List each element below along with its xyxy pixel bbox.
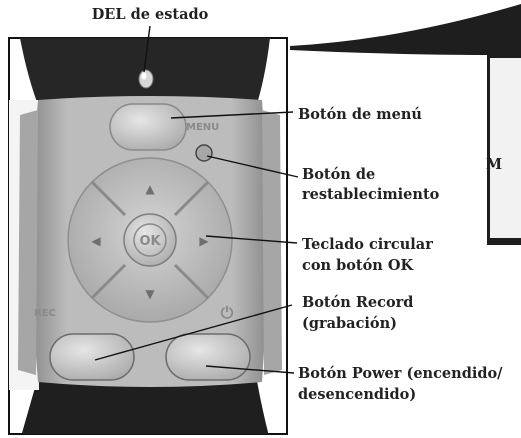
power-icon: ⏻ bbox=[221, 303, 234, 322]
reset-button[interactable] bbox=[195, 144, 213, 162]
camera-photo: MENU ▲ ▼ ◀ ▶ OK REC ⏻ bbox=[9, 38, 282, 434]
label-status-led: DEL de estado bbox=[92, 6, 209, 23]
power-button[interactable] bbox=[165, 333, 251, 381]
cropped-letter: M bbox=[486, 156, 502, 173]
label-power-line1: Botón Power (encendido/ bbox=[298, 365, 503, 382]
label-record-line1: Botón Record bbox=[302, 294, 413, 311]
adjacent-panel: M bbox=[290, 4, 521, 245]
label-record-line2: (grabación) bbox=[302, 315, 397, 332]
callout-status-led bbox=[143, 25, 151, 73]
label-reset-line2: restablecimiento bbox=[302, 186, 440, 203]
menu-button[interactable] bbox=[109, 103, 187, 151]
callout-record bbox=[94, 304, 293, 361]
arrow-right-icon[interactable]: ▶ bbox=[199, 234, 209, 248]
menu-text: MENU bbox=[186, 122, 219, 133]
callout-reset bbox=[206, 155, 299, 178]
arrow-up-icon[interactable]: ▲ bbox=[145, 182, 155, 196]
ok-button[interactable] bbox=[123, 213, 177, 267]
rec-text: REC bbox=[34, 308, 56, 319]
arrow-left-icon[interactable]: ◀ bbox=[91, 234, 101, 248]
callout-lines bbox=[94, 25, 299, 374]
arrow-down-icon[interactable]: ▼ bbox=[145, 287, 155, 301]
label-keypad-line2: con botón OK bbox=[302, 257, 414, 274]
record-button[interactable] bbox=[49, 333, 135, 381]
callout-keypad bbox=[205, 235, 298, 244]
strap-bottom bbox=[21, 370, 269, 434]
status-led bbox=[138, 69, 154, 89]
label-menu-button: Botón de menú bbox=[298, 106, 422, 123]
callout-power bbox=[205, 365, 295, 374]
label-keypad-line1: Teclado circular bbox=[302, 236, 433, 253]
callout-menu bbox=[170, 111, 294, 119]
label-power-line2: desencendido) bbox=[298, 386, 416, 403]
label-reset-line1: Botón de bbox=[302, 166, 375, 183]
ok-text: OK bbox=[139, 234, 161, 249]
